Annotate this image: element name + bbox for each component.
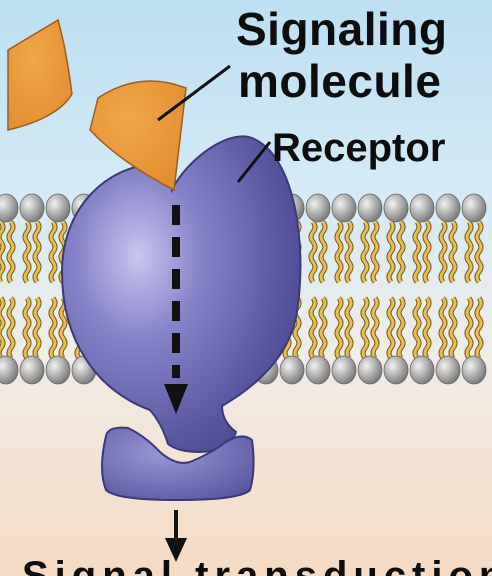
- lipid-tail: [439, 297, 447, 359]
- relay-protein: [101, 426, 255, 502]
- signaling-molecule-bound: [89, 80, 187, 192]
- lipid-tail: [335, 297, 343, 359]
- lipid-tail: [33, 297, 41, 359]
- lipid-tail: [361, 221, 369, 283]
- phospholipid-head: [357, 193, 383, 223]
- signal-path-arrow: [164, 205, 188, 414]
- lipid-tail: [7, 297, 15, 359]
- lipid-tail: [335, 221, 343, 283]
- lipid-tail: [449, 221, 457, 283]
- phospholipid-head: [461, 355, 487, 385]
- phospholipid-head: [305, 355, 331, 385]
- phospholipid-head: [45, 193, 71, 223]
- lipid-tail: [319, 221, 327, 283]
- phospholipid-head: [357, 355, 383, 385]
- lipid-tail: [413, 297, 421, 359]
- phospholipid-head: [461, 193, 487, 223]
- lipid-tail: [361, 297, 369, 359]
- lipid-tail: [397, 221, 405, 283]
- phospholipid-head: [383, 355, 409, 385]
- receptor-label: Receptor: [272, 126, 446, 170]
- phospholipid-head: [19, 355, 45, 385]
- signaling-molecule-label-line1: Signaling: [236, 3, 448, 55]
- lipid-tail: [465, 297, 473, 359]
- phospholipid-head: [331, 193, 357, 223]
- cut-off-caption: Signal transduction: [22, 556, 492, 576]
- phospholipid-head: [305, 193, 331, 223]
- phospholipid-head: [409, 193, 435, 223]
- signaling-molecule-free: [7, 18, 73, 131]
- lipid-tail: [371, 221, 379, 283]
- lipid-tail: [7, 221, 15, 283]
- lipid-tail: [59, 297, 67, 359]
- lipid-tail: [413, 221, 421, 283]
- lipid-tail: [309, 297, 317, 359]
- lipid-tail: [23, 297, 31, 359]
- lipid-tail: [49, 221, 57, 283]
- phospholipid-head: [279, 355, 305, 385]
- lipid-tail: [0, 297, 5, 359]
- phospholipid-head: [383, 193, 409, 223]
- lipid-tail: [397, 297, 405, 359]
- lipid-tail: [319, 297, 327, 359]
- lipid-tail: [345, 221, 353, 283]
- lipid-tail: [423, 221, 431, 283]
- phospholipid-head: [45, 355, 71, 385]
- phospholipid-head: [435, 193, 461, 223]
- lipid-tail: [439, 221, 447, 283]
- lipid-tail: [465, 221, 473, 283]
- phospholipid-head: [0, 193, 19, 223]
- lipid-tail: [387, 297, 395, 359]
- lipid-tail: [0, 221, 5, 283]
- lipid-tail: [371, 297, 379, 359]
- lipid-tail: [49, 297, 57, 359]
- lipid-tail: [309, 221, 317, 283]
- phospholipid-head: [409, 355, 435, 385]
- lipid-tail: [423, 297, 431, 359]
- lipid-tail: [475, 297, 483, 359]
- phospholipid-head: [19, 193, 45, 223]
- lipid-tail: [387, 221, 395, 283]
- downstream-arrow: [165, 510, 187, 562]
- lipid-tail: [345, 297, 353, 359]
- lipid-tail: [33, 221, 41, 283]
- signaling-leader-line: [157, 64, 231, 122]
- lipid-tail: [475, 221, 483, 283]
- receptor-leader-line: [236, 141, 272, 183]
- lipid-tail: [23, 221, 31, 283]
- signaling-molecule-label-line2: molecule: [238, 55, 442, 107]
- lipid-tail: [449, 297, 457, 359]
- phospholipid-head: [331, 355, 357, 385]
- phospholipid-head: [0, 355, 19, 385]
- phospholipid-head: [435, 355, 461, 385]
